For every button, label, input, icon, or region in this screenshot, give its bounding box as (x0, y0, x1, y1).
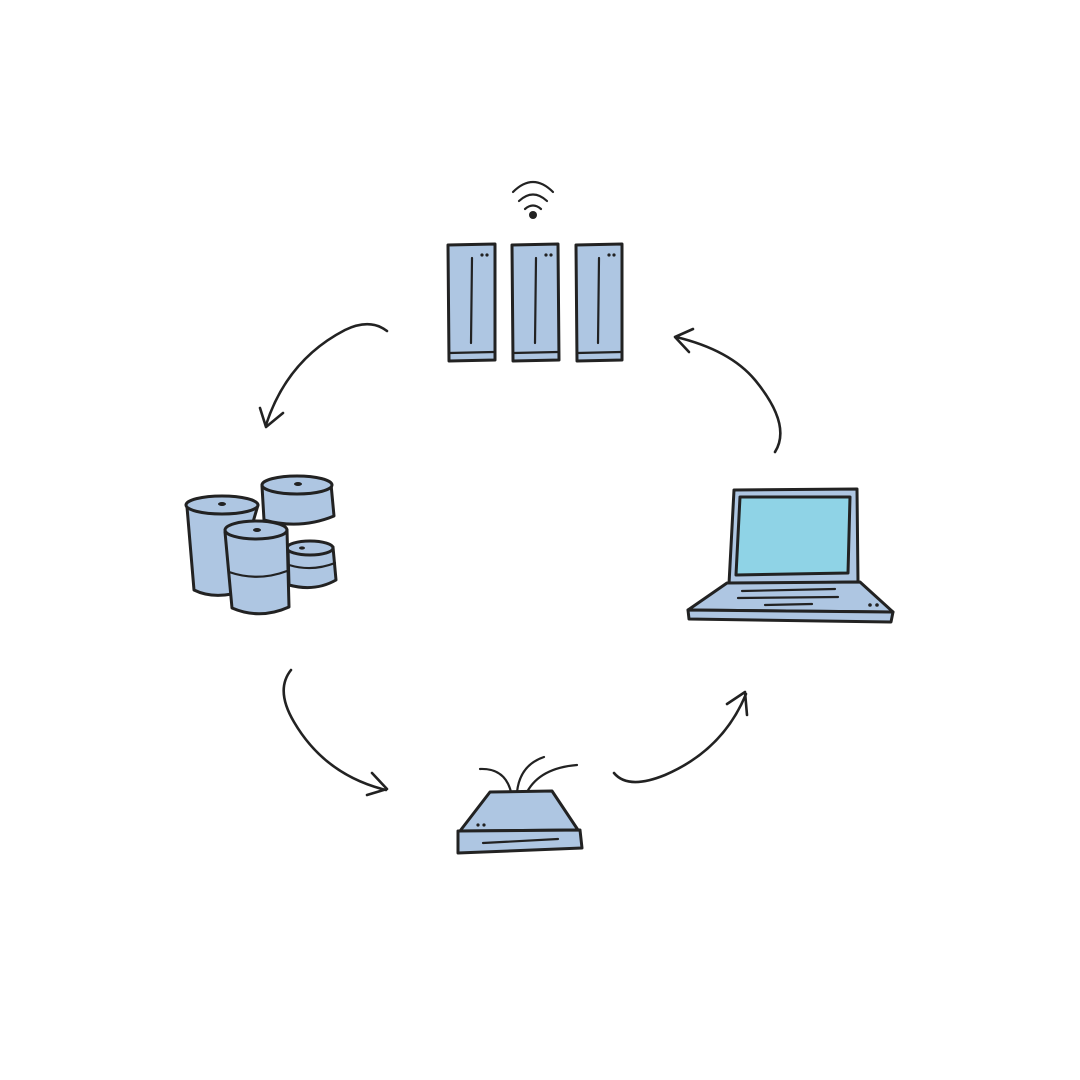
server-rack-icon (446, 180, 624, 363)
db-cylinder-back-right (260, 474, 336, 526)
server-unit-2 (510, 242, 561, 363)
wifi-icon (511, 180, 555, 219)
router-icon (456, 755, 584, 855)
arrow-laptop-to-server (673, 327, 782, 454)
arrow-database-to-router (282, 668, 389, 797)
laptop-icon (686, 487, 895, 624)
server-unit-3 (574, 242, 624, 363)
arrow-router-to-laptop (612, 690, 749, 784)
db-cylinder-small-right (285, 539, 338, 590)
server-unit-1 (446, 242, 497, 363)
database-cylinders-icon (184, 474, 338, 616)
db-cylinder-front (223, 519, 291, 616)
arrow-server-to-database (258, 322, 389, 429)
